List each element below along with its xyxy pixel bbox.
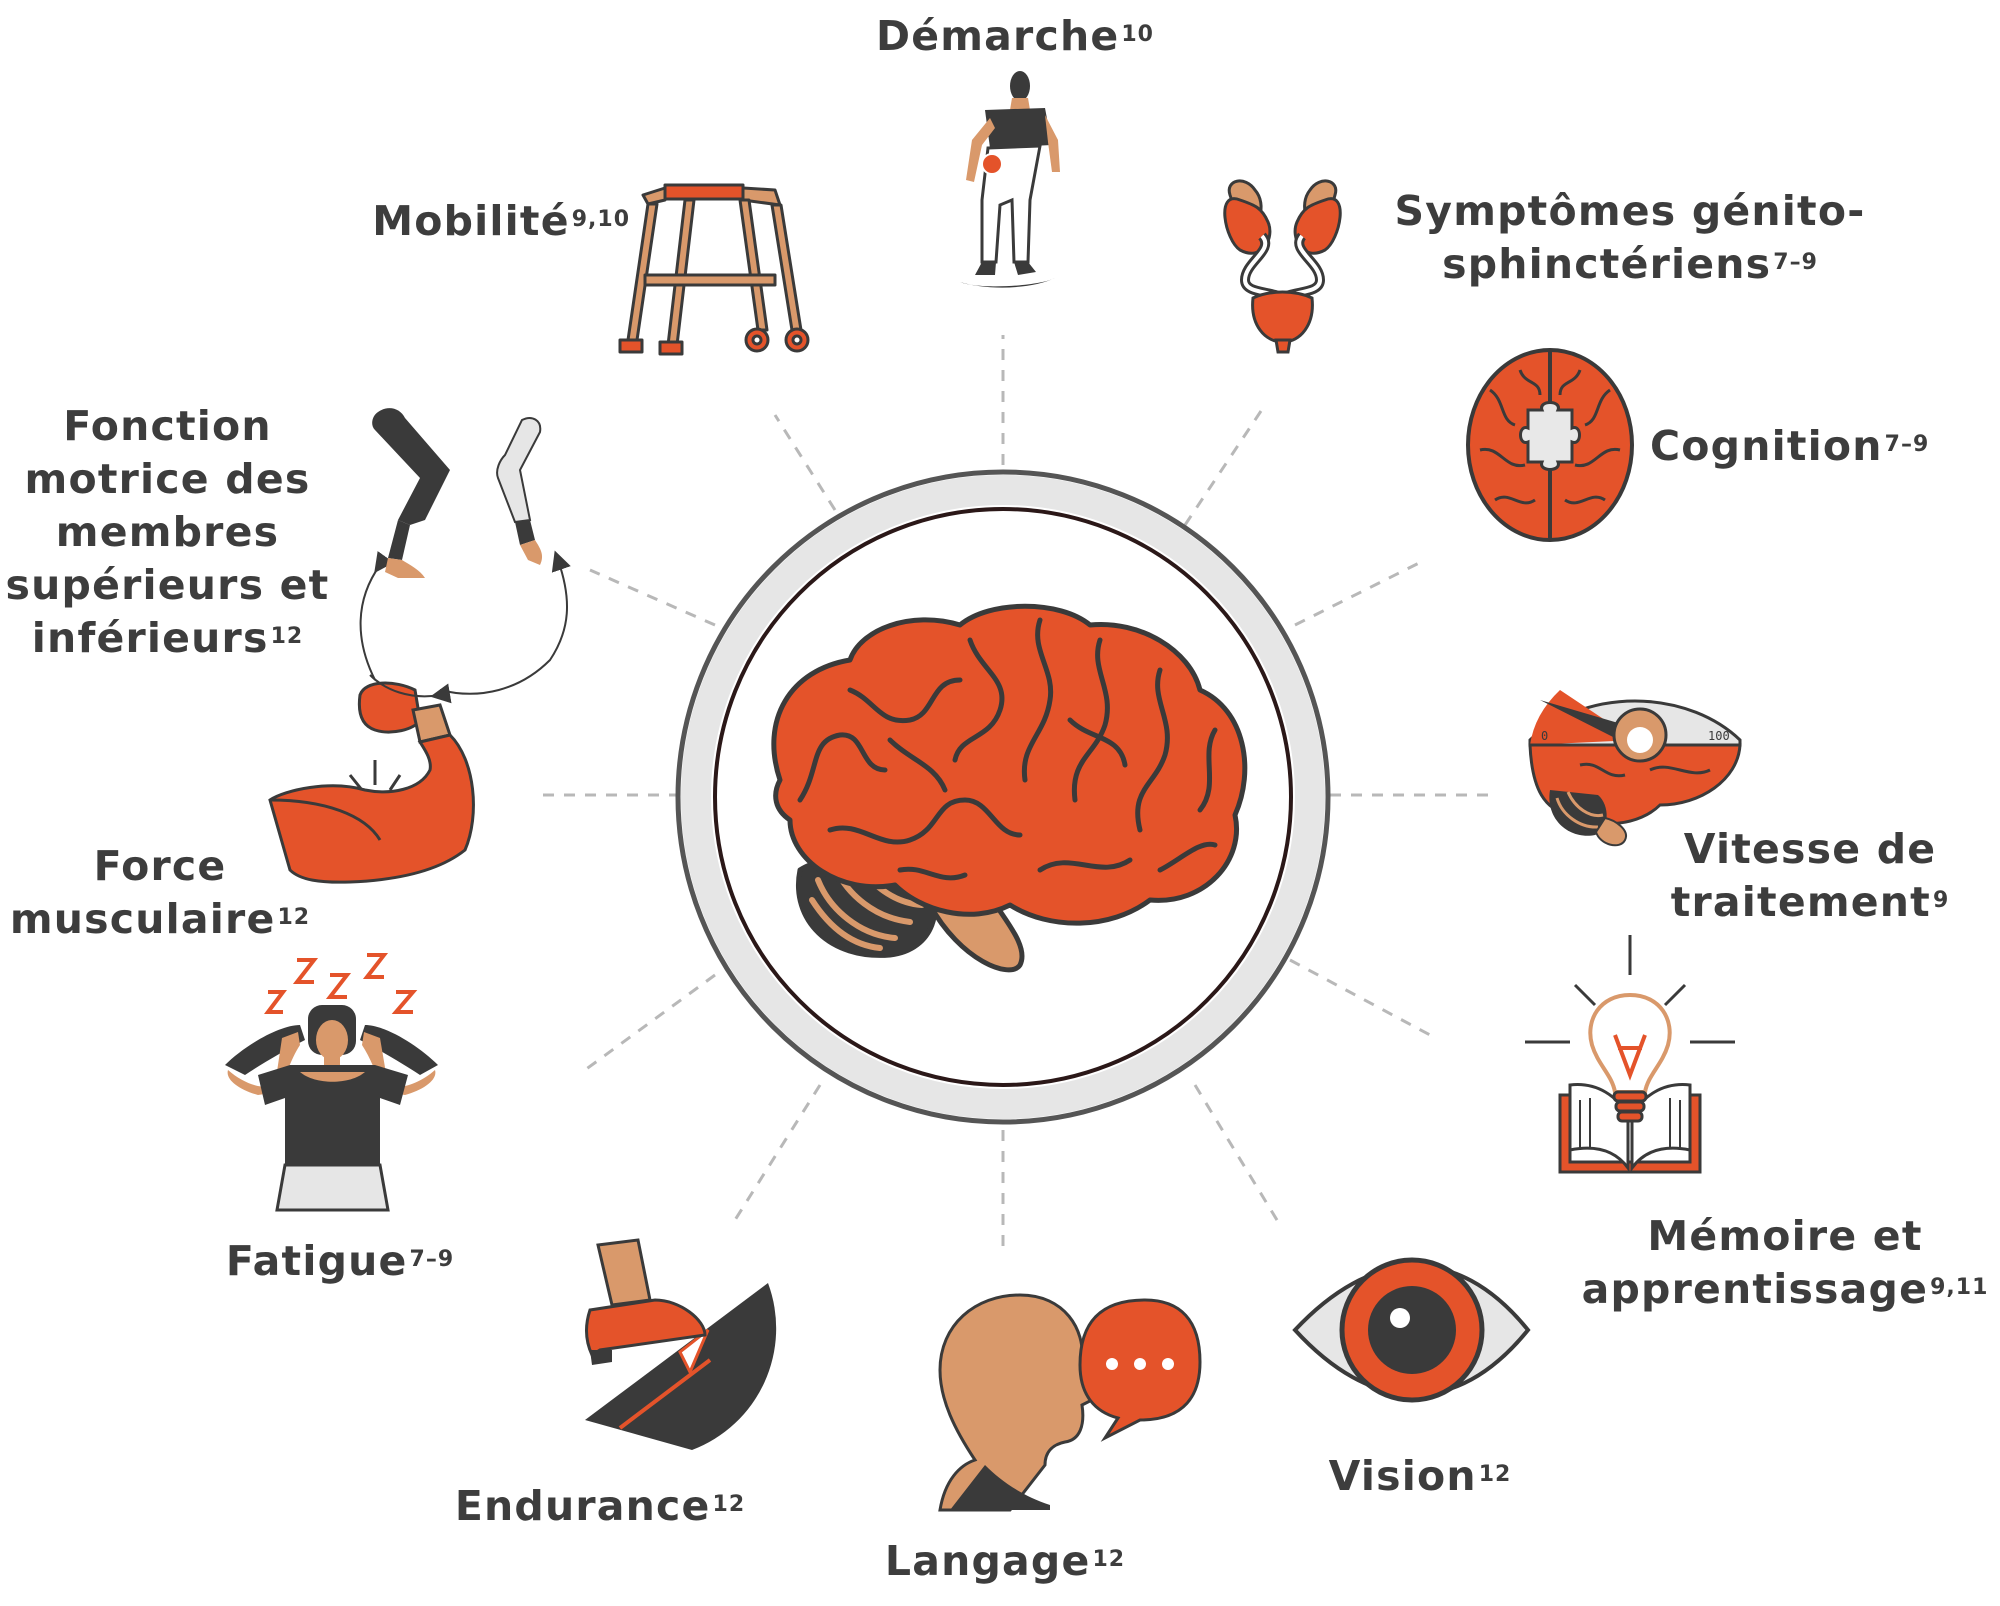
tired-person-icon (225, 953, 438, 1212)
limbs-rotation-icon (359, 408, 571, 704)
label-fatigue: Fatigue7–9 (225, 1237, 455, 1285)
walker-icon (618, 183, 810, 356)
label-demarche: Démarche10 (876, 12, 1154, 60)
label-memoire-et-apprentissage: Mémoire et apprentissage9,11 (1581, 1212, 1989, 1313)
foot-pedal-icon (585, 1238, 777, 1450)
label-symptomes-genito-sphincteriens: Symptômes génito- sphinctériens7–9 (1394, 187, 1866, 288)
eye-icon (1292, 1257, 1531, 1403)
radial-dashed-lines (540, 335, 1490, 1255)
gauge-min-label: 0 (1541, 729, 1548, 743)
kidneys-bladder-icon (1223, 179, 1342, 354)
label-force-musculaire: Force musculaire12 (9, 842, 311, 943)
label-vitesse-de-traitement: Vitesse de traitement9 (1670, 825, 1950, 926)
speaking-head-icon (938, 1293, 1202, 1512)
lightbulb-book-icon (1525, 935, 1735, 1174)
flexed-arm-icon (268, 681, 475, 884)
label-vision: Vision12 (1328, 1452, 1512, 1500)
gauge-max-label: 100 (1708, 729, 1730, 743)
brain-puzzle-icon (1466, 348, 1634, 542)
label-mobilite: Mobilité9,10 (372, 197, 630, 245)
walking-person-icon (960, 71, 1060, 288)
speed-gauge-icon (1528, 690, 1742, 847)
label-cognition: Cognition7–9 (1650, 422, 1930, 470)
label-langage: Langage12 (884, 1537, 1126, 1585)
label-fonction-motrice: Fonction motrice des membres supérieurs … (5, 402, 330, 662)
label-endurance: Endurance12 (454, 1482, 746, 1530)
brain-icon (771, 603, 1248, 973)
